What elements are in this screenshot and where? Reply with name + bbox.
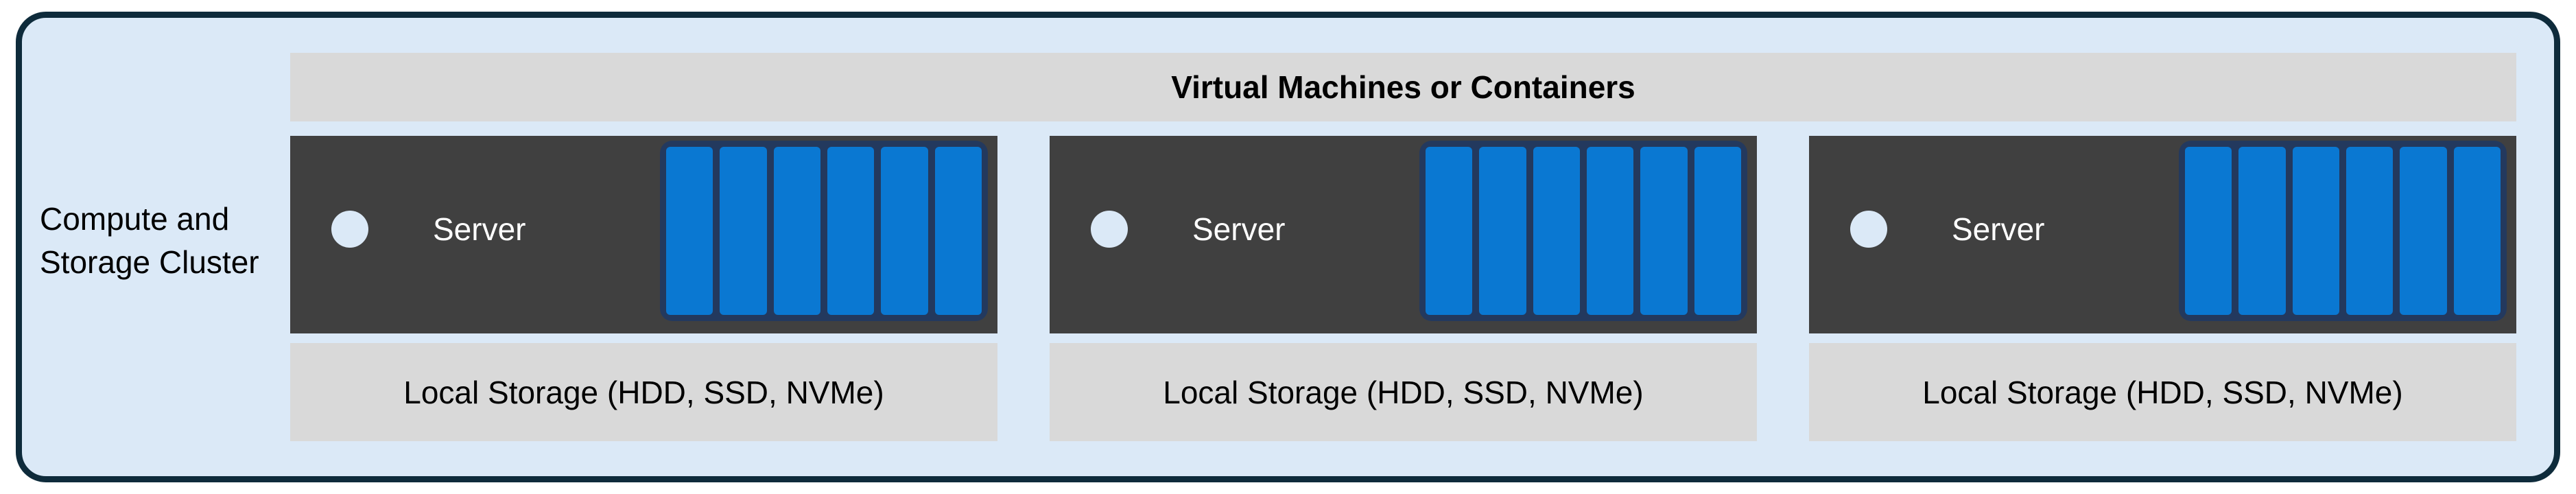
- server-label: Server: [1192, 211, 1286, 247]
- compute-storage-cluster: Compute and Storage Cluster Virtual Mach…: [16, 12, 2560, 482]
- disk-bar: [2453, 147, 2501, 315]
- disk-bar: [1694, 147, 1741, 315]
- disk-array: [660, 141, 988, 321]
- local-storage-label: Local Storage (HDD, SSD, NVMe): [403, 374, 884, 410]
- cluster-label: Compute and Storage Cluster: [40, 201, 259, 280]
- disk-bar: [2345, 147, 2394, 315]
- local-storage-band: Local Storage (HDD, SSD, NVMe): [1050, 343, 1757, 441]
- server-label: Server: [433, 211, 526, 247]
- server-block: Server: [1809, 136, 2516, 333]
- disk-bar: [2185, 147, 2232, 315]
- server-label: Server: [1952, 211, 2045, 247]
- disk-array: [1419, 141, 1747, 321]
- disk-bar: [934, 147, 982, 315]
- disk-bar: [1640, 147, 1688, 315]
- disk-bar: [881, 147, 928, 315]
- vm-header-label: Virtual Machines or Containers: [1171, 69, 1635, 105]
- disk-bar: [1426, 147, 1473, 315]
- local-storage-band: Local Storage (HDD, SSD, NVMe): [1809, 343, 2516, 441]
- local-storage-band: Local Storage (HDD, SSD, NVMe): [290, 343, 997, 441]
- disk-bar: [2238, 147, 2286, 315]
- disk-bar: [2400, 147, 2447, 315]
- disk-array: [2179, 141, 2507, 321]
- local-storage-label: Local Storage (HDD, SSD, NVMe): [1922, 374, 2403, 410]
- server-block: Server: [1050, 136, 1757, 333]
- disk-bar: [1586, 147, 1634, 315]
- disk-bar: [773, 147, 820, 315]
- disk-bar: [1479, 147, 1526, 315]
- local-storage-label: Local Storage (HDD, SSD, NVMe): [1163, 374, 1644, 410]
- vm-header-band: Virtual Machines or Containers: [290, 53, 2516, 121]
- power-led-icon: [1850, 211, 1887, 248]
- disk-bar: [720, 147, 767, 315]
- disk-bar: [2292, 147, 2339, 315]
- power-led-icon: [331, 211, 368, 248]
- disk-bar: [666, 147, 713, 315]
- disk-bar: [827, 147, 875, 315]
- server-block: Server: [290, 136, 997, 333]
- power-led-icon: [1091, 211, 1128, 248]
- disk-bar: [1533, 147, 1580, 315]
